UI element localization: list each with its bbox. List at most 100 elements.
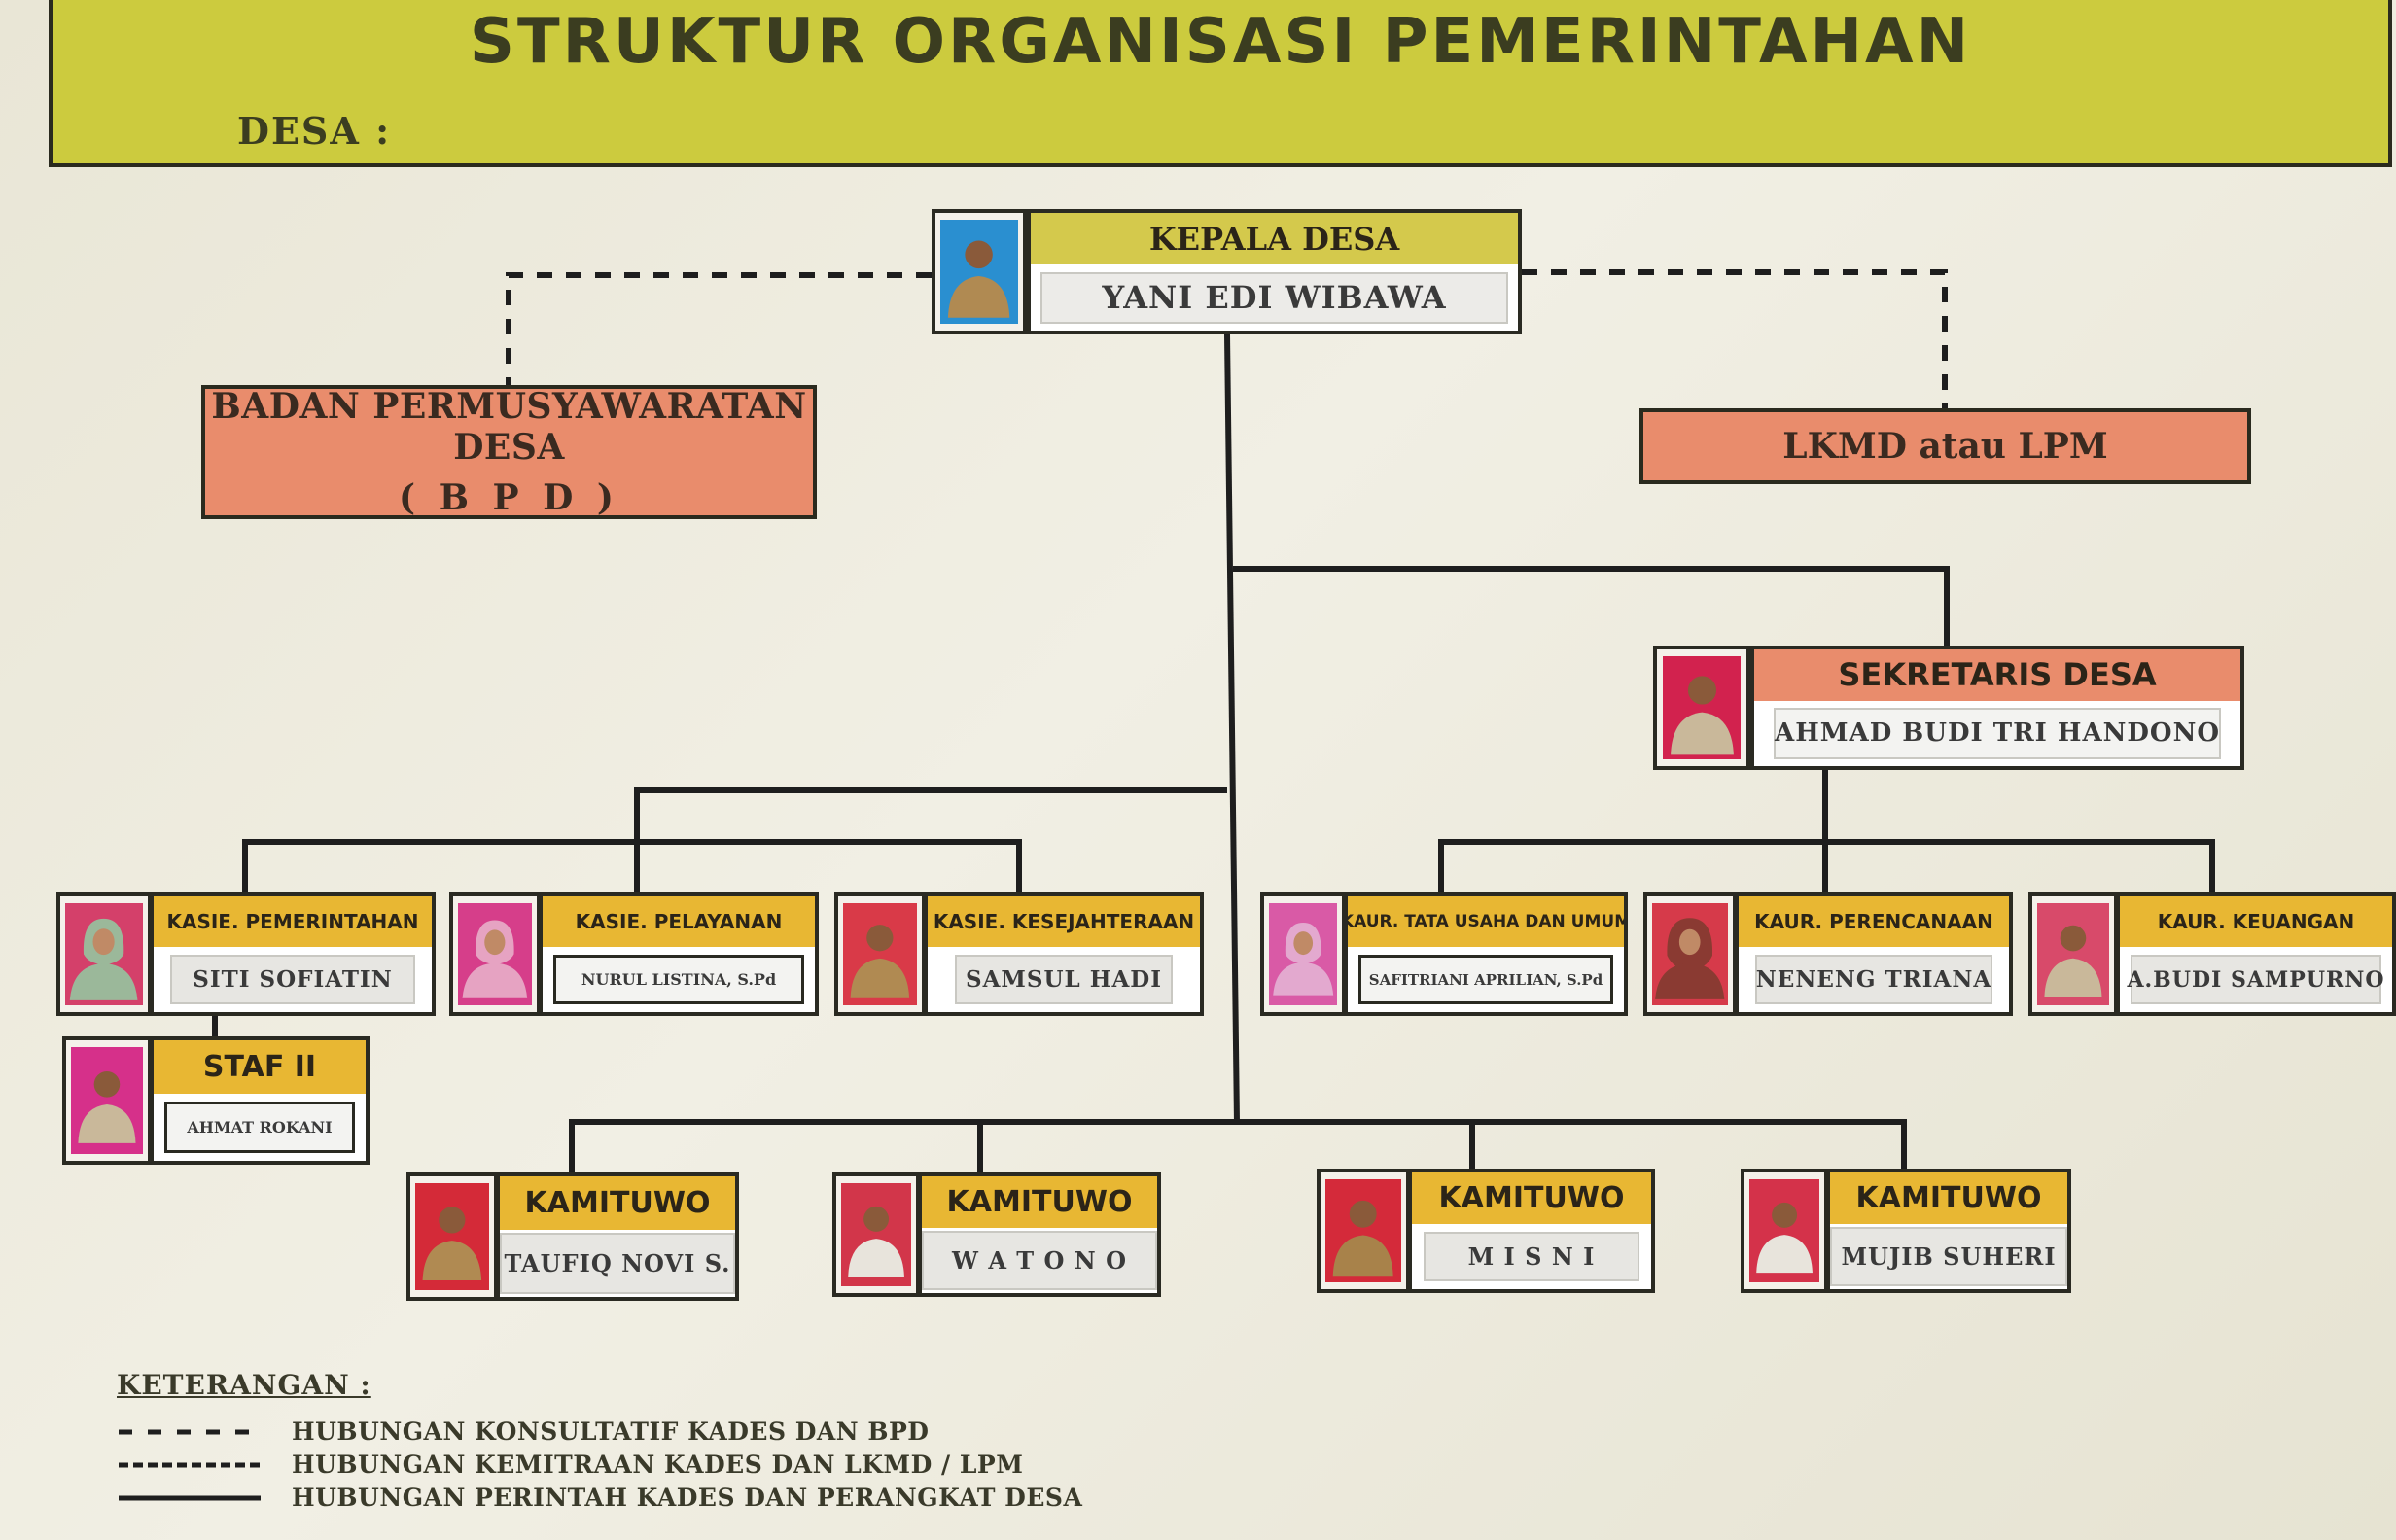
kamituwo-title: KAMITUWO	[922, 1176, 1157, 1228]
person-icon	[1333, 1201, 1393, 1277]
kamituwo-name: TAUFIQ NOVI S.	[500, 1233, 735, 1294]
kepala-photo	[935, 213, 1023, 331]
bpd-line2: ( B P D )	[399, 477, 619, 518]
sekretaris-name-area: AHMAD BUDI TRI HANDONO	[1754, 700, 2240, 766]
legend-item: HUBUNGAN PERINTAH KADES DAN PERANGKAT DE…	[117, 1484, 1082, 1512]
kamituwo-photo	[1321, 1172, 1406, 1289]
person-icon	[78, 1071, 136, 1144]
person-icon	[850, 925, 910, 998]
kamituwo-title: KAMITUWO	[500, 1176, 735, 1230]
lkmd-label: LKMD atau LPM	[1782, 426, 2108, 467]
kaur-name: SAFITRIANI APRILIAN, S.Pd	[1358, 955, 1613, 1004]
sekretaris-photo	[1657, 649, 1746, 766]
kaur-name: NENENG TRIANA	[1754, 955, 1993, 1004]
kasie-name: NURUL LISTINA, S.Pd	[553, 955, 804, 1004]
kamituwo-photo	[410, 1176, 494, 1297]
kepala-desa-card: KEPALA DESA YANI EDI WIBAWA	[932, 209, 1522, 334]
kamituwo-photo	[1744, 1172, 1824, 1289]
kaur-photo	[1264, 896, 1342, 1012]
bpd-box: BADAN PERMUSYAWARATAN DESA ( B P D )	[201, 385, 817, 519]
person-icon	[2044, 925, 2102, 998]
staf-title: STAF II	[154, 1040, 366, 1094]
kamituwo-name-area: MUJIB SUHERI	[1830, 1223, 2067, 1289]
sekretaris-title: SEKRETARIS DESA	[1754, 649, 2240, 701]
kaur-name-area: A.BUDI SAMPURNO	[2120, 947, 2392, 1012]
legend-title: KETERANGAN :	[117, 1369, 371, 1401]
kasie-photo	[60, 896, 148, 1012]
kamituwo-name: MUJIB SUHERI	[1830, 1227, 2067, 1286]
kamituwo-name-area: TAUFIQ NOVI S.	[500, 1229, 735, 1297]
kamituwo-card: KAMITUWO M I S N I	[1317, 1169, 1655, 1293]
person-icon	[70, 919, 138, 1000]
kaur-card: KAUR. TATA USAHA DAN UMUM SAFITRIANI APR…	[1260, 892, 1628, 1016]
person-icon	[422, 1207, 482, 1281]
kasie-name-area: SAMSUL HADI	[928, 947, 1200, 1012]
kaur-name-area: SAFITRIANI APRILIAN, S.Pd	[1348, 947, 1624, 1012]
kasie-card: KASIE. KESEJAHTERAAN SAMSUL HADI	[834, 892, 1204, 1016]
staf-name: AHMAT ROKANI	[163, 1101, 356, 1153]
sekretaris-name: AHMAD BUDI TRI HANDONO	[1774, 707, 2221, 760]
kaur-card: KAUR. PERENCANAAN NENENG TRIANA	[1643, 892, 2013, 1016]
legend-label: HUBUNGAN KEMITRAAN KADES DAN LKMD / LPM	[292, 1451, 1024, 1479]
legend-label: HUBUNGAN KONSULTATIF KADES DAN BPD	[292, 1418, 930, 1446]
command-lines	[212, 333, 2215, 1172]
legend-item: HUBUNGAN KONSULTATIF KADES DAN BPD	[117, 1418, 929, 1446]
legend-item: HUBUNGAN KEMITRAAN KADES DAN LKMD / LPM	[117, 1451, 1023, 1479]
bpd-line1: BADAN PERMUSYAWARATAN DESA	[211, 386, 807, 468]
kamituwo-photo	[836, 1176, 916, 1293]
line-kades-bpd	[506, 272, 932, 385]
kepala-name-area: YANI EDI WIBAWA	[1031, 264, 1518, 331]
kaur-photo	[2032, 896, 2114, 1012]
chart-title: STRUKTUR ORGANISASI PEMERINTAHAN	[469, 6, 1972, 78]
kasie-name-area: SITI SOFIATIN	[154, 947, 432, 1012]
kaur-title: KAUR. PERENCANAAN	[1739, 896, 2009, 948]
lkmd-box: LKMD atau LPM	[1639, 408, 2251, 484]
kaur-title: KAUR. TATA USAHA DAN UMUM	[1348, 896, 1624, 948]
line-kasie-branch	[242, 839, 1022, 892]
kamituwo-title: KAMITUWO	[1412, 1172, 1651, 1224]
kamituwo-name-area: M I S N I	[1412, 1223, 1651, 1289]
kasie-name: SAMSUL HADI	[955, 955, 1173, 1004]
staf-photo	[66, 1040, 148, 1161]
kasie-name-area: NURUL LISTINA, S.Pd	[543, 947, 815, 1012]
line-main-trunk	[1224, 333, 1240, 1125]
line-kades-lkmd	[1522, 269, 1948, 408]
desa-label: DESA :	[237, 109, 392, 153]
person-icon	[462, 920, 528, 998]
kaur-photo	[1647, 896, 1733, 1012]
person-icon	[1670, 676, 1734, 755]
kasie-title: KASIE. PELAYANAN	[543, 896, 815, 948]
person-icon	[1756, 1203, 1813, 1274]
chart-header: STRUKTUR ORGANISASI PEMERINTAHAN DESA :	[49, 0, 2392, 167]
kamituwo-card: KAMITUWO TAUFIQ NOVI S.	[406, 1172, 739, 1301]
line-trunk-sekretaris	[1233, 566, 1950, 649]
sekretaris-desa-card: SEKRETARIS DESA AHMAD BUDI TRI HANDONO	[1653, 646, 2244, 770]
kasie-title: KASIE. PEMERINTAHAN	[154, 896, 432, 948]
kaur-name-area: NENENG TRIANA	[1739, 947, 2009, 1012]
dash-tight-line-icon	[119, 1462, 261, 1467]
staf-card: STAF II AHMAT ROKANI	[62, 1036, 370, 1165]
kamituwo-name: W A T O N O	[922, 1231, 1157, 1290]
staf-name-area: AHMAT ROKANI	[154, 1093, 366, 1161]
kaur-card: KAUR. KEUANGAN A.BUDI SAMPURNO	[2028, 892, 2396, 1016]
kasie-photo	[838, 896, 922, 1012]
kamituwo-card: KAMITUWO MUJIB SUHERI	[1741, 1169, 2071, 1293]
person-icon	[948, 240, 1010, 318]
kaur-name: A.BUDI SAMPURNO	[2127, 955, 2384, 1004]
kasie-photo	[453, 896, 537, 1012]
kamituwo-card: KAMITUWO W A T O N O	[832, 1172, 1161, 1297]
kasie-card: KASIE. PELAYANAN NURUL LISTINA, S.Pd	[449, 892, 819, 1016]
legend: KETERANGAN : HUBUNGAN KONSULTATIF KADES …	[117, 1369, 1082, 1512]
solid-line-icon	[119, 1495, 261, 1500]
line-trunk-kasie-group	[634, 788, 1227, 841]
legend-label: HUBUNGAN PERINTAH KADES DAN PERANGKAT DE…	[292, 1484, 1083, 1512]
consultative-lines	[506, 269, 1948, 408]
kasie-card: KASIE. PEMERINTAHAN SITI SOFIATIN	[56, 892, 436, 1016]
person-icon	[1273, 923, 1333, 996]
kepala-name: YANI EDI WIBAWA	[1040, 271, 1508, 324]
person-icon	[848, 1207, 904, 1278]
line-kamituwo-branch	[569, 1119, 1907, 1172]
person-icon	[1655, 918, 1725, 999]
